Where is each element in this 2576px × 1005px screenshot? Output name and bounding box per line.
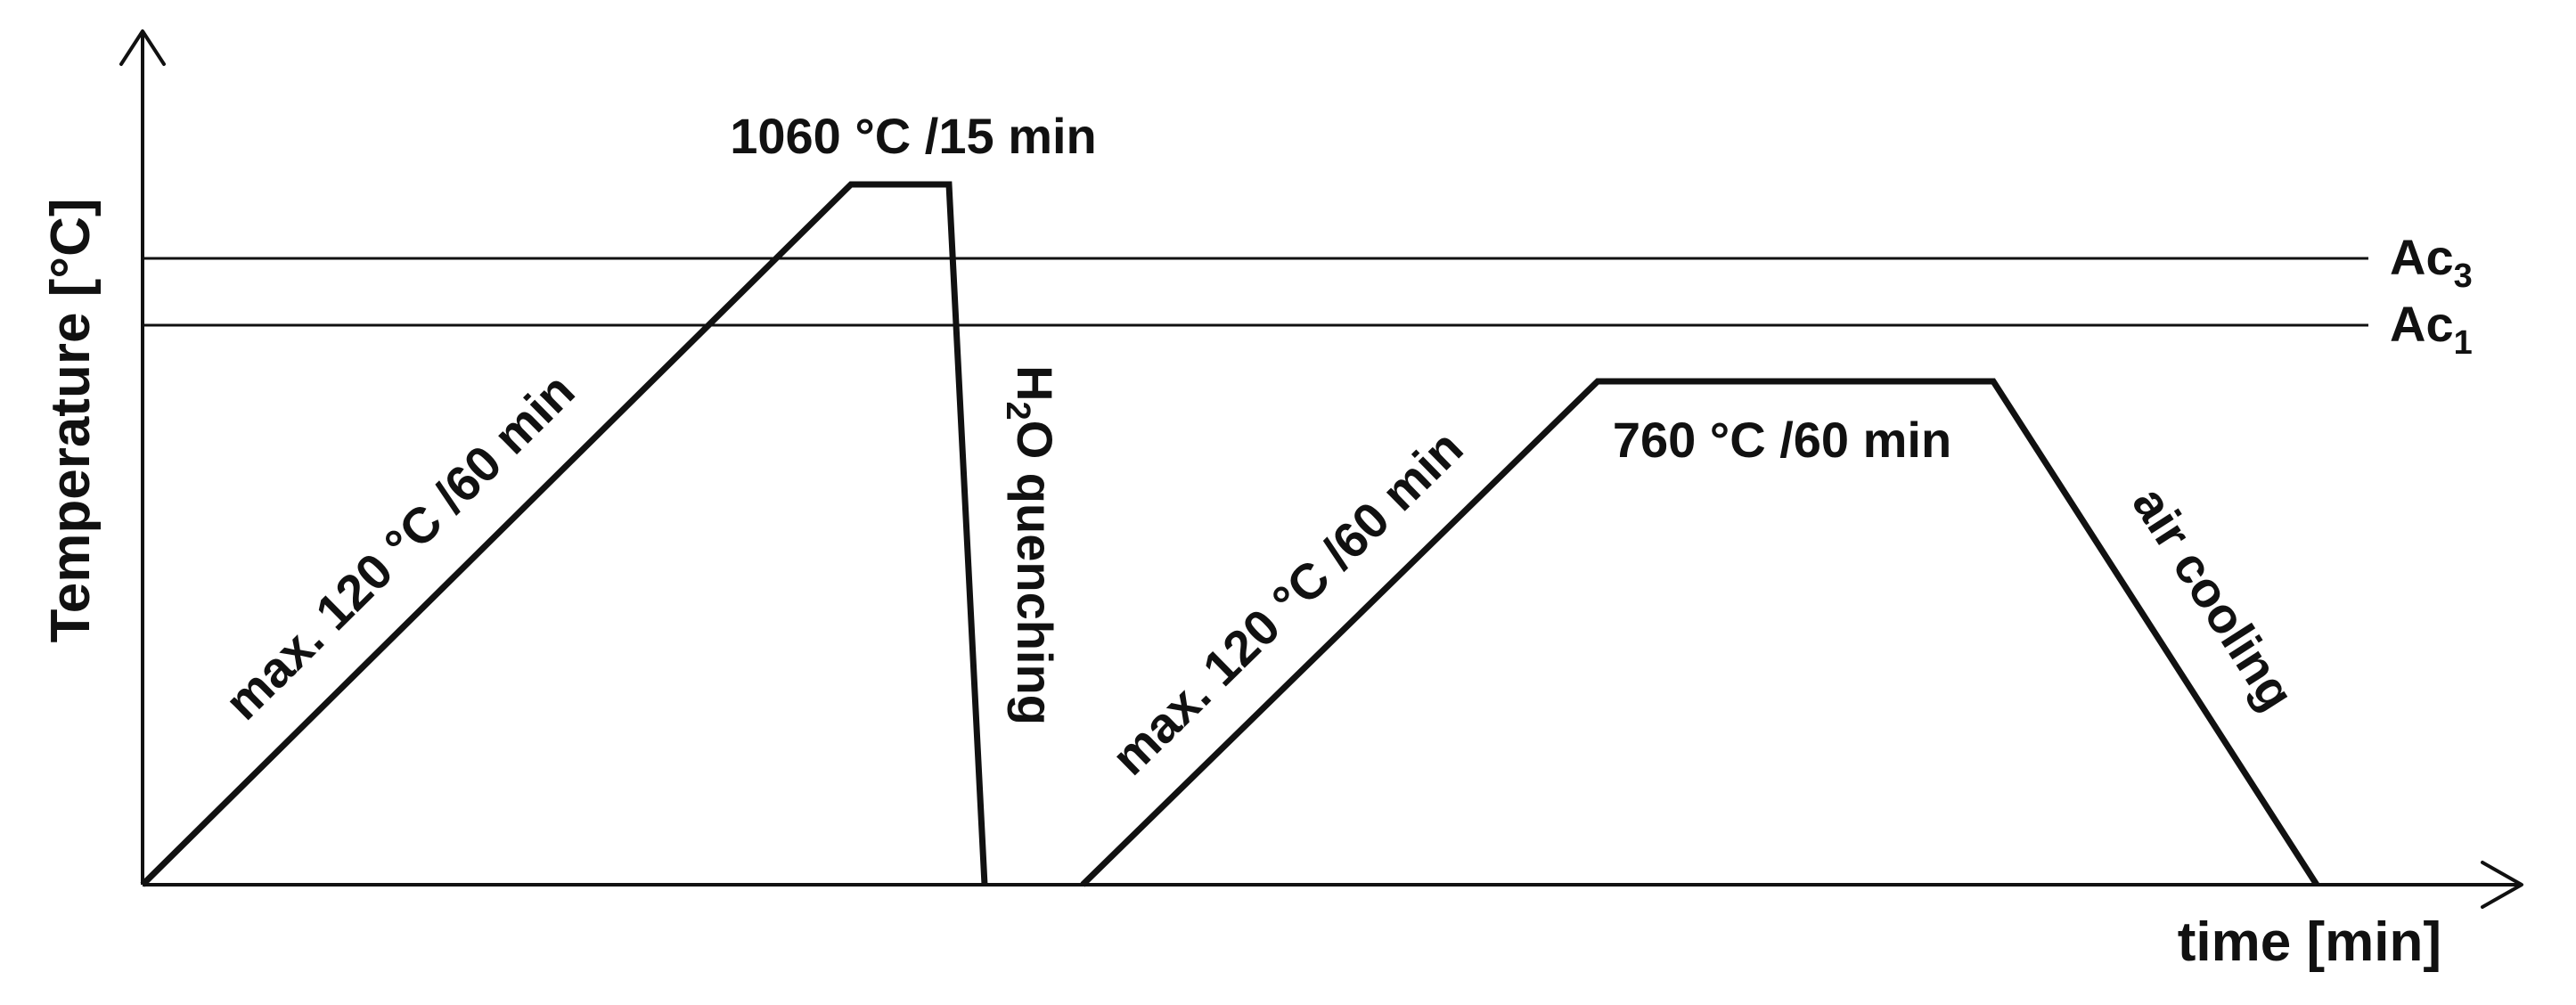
ac1-label: Ac1	[2390, 296, 2473, 362]
ac1-label-sub: 1	[2454, 324, 2473, 362]
y-axis-arrow-icon	[119, 29, 166, 66]
tempering-profile	[1080, 378, 2319, 887]
x-axis-label: time [min]	[2178, 911, 2441, 973]
hardening-profile	[140, 181, 988, 887]
x-axis-arrow-icon	[2481, 861, 2523, 909]
y-axis-label: Temperature [°C]	[40, 198, 102, 642]
hold-1-label: 1060 °C /15 min	[730, 108, 1097, 164]
quench-label-pre: H	[1007, 365, 1063, 401]
cooling-label: air cooling	[2122, 477, 2305, 719]
ac1-label-main: Ac	[2390, 296, 2454, 352]
ac3-label-main: Ac	[2390, 229, 2454, 285]
quench-label: H2O quenching	[999, 365, 1063, 725]
hold-2-label: 760 °C /60 min	[1613, 412, 1951, 468]
quench-label-sub: 2	[999, 402, 1036, 421]
heating-2-label: max. 120 °C /60 min	[1100, 419, 1473, 785]
ac3-label: Ac3	[2390, 229, 2473, 295]
heating-1-label: max. 120 °C /60 min	[214, 363, 585, 731]
ac3-label-sub: 3	[2454, 257, 2473, 295]
axes	[119, 29, 2523, 909]
quench-label-post: O quenching	[1007, 421, 1063, 725]
